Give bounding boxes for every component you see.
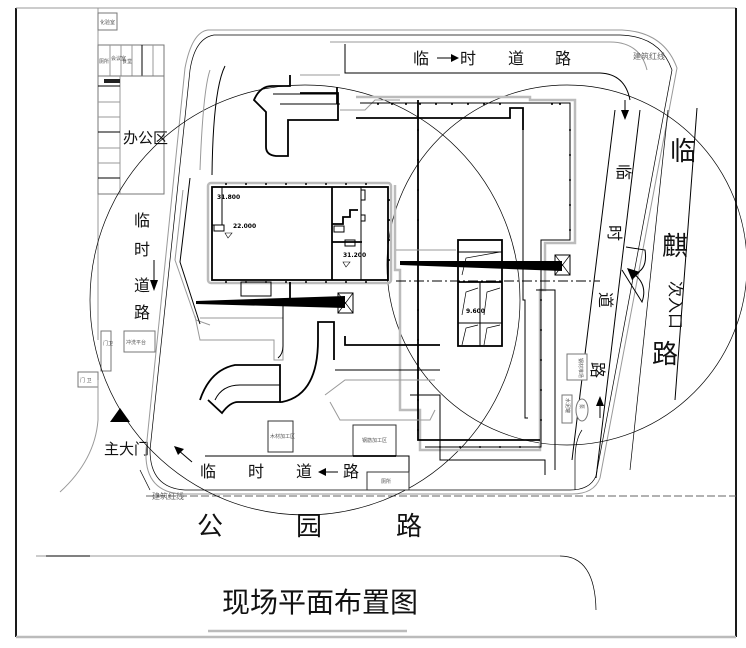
crane-radius-left [89,84,521,516]
pump-label: 泵 [578,404,584,409]
right-main-road-char-3: 路 [652,340,678,370]
bottom-main-road-char-2: 园 [296,512,322,542]
gate-post [77,371,99,388]
crane-radius-right [386,84,746,446]
building-a-perimeter-dots [225,183,390,283]
office-area-label: 办公区 [123,129,168,147]
wash-platform [123,330,156,353]
office-room-canteen-label: 食堂 [122,58,132,65]
bottom-main-road-char-3: 路 [396,512,422,542]
gate-post-label: 门 卫 [80,377,92,384]
right-road-char-2: 时 [605,225,624,241]
bottom-main-road-char-1: 公 [197,512,223,542]
boundary-label-top: 建筑红线 [633,51,665,61]
building-a: 31.800 22.000 31.200 [206,181,393,300]
secondary-entrance-arrow-icon [627,268,640,280]
drawing-frame [15,7,737,639]
elevation-b: 9.600 [466,308,485,315]
elevation-a-lower: 31.200 [343,252,366,259]
toilet-block [366,471,410,491]
gate-area: 门卫 门 卫 冲洗平台 主大门 [59,330,156,493]
office-room-toilet-label: 厕所 [99,58,109,65]
bottom-temp-road: 木材加工区 钢筋加工区 厕所 临 时 道 路 建筑红线 [152,420,410,501]
building-b-excavation [356,95,577,475]
bottom-left-arrow-icon [174,446,184,455]
lower-left-ramp [199,321,440,421]
right-main-road-char-2: 麒 [662,232,688,262]
left-temp-road: 临 时 道 路 [134,211,158,322]
right-road-char-1: 临 [614,164,633,180]
toilet-label: 厕所 [381,478,391,485]
top-road-arrow-icon [451,54,459,62]
wash-platform-label: 冲洗平台 [126,339,146,346]
main-gate-label: 主大门 [104,440,149,458]
secondary-entrance-label: 次入口 [666,281,685,329]
water-tank [561,394,573,424]
right-road-char-4: 路 [588,362,607,378]
right-road-top-arrow-icon [621,110,629,120]
top-temp-road: 临 时 道 路 建筑红线 [330,41,665,120]
top-left-access [252,74,400,157]
left-road-arrow-icon [150,280,158,291]
main-gate-arrow-icon [110,408,130,422]
pump-station [575,398,589,422]
guard-box-label: 门卫 [103,340,113,347]
steel-storage [566,353,588,381]
left-road-char-1: 临 [134,211,150,230]
office-equipment [104,79,120,83]
left-road-char-3: 道 [134,276,150,295]
inner-road-left [174,65,284,361]
right-road-char-3: 道 [596,292,615,308]
bottom-main-road: 公 园 路 [36,512,597,611]
bottom-road-char-3: 道 [296,462,312,481]
rebar-yard-label: 钢筋加工区 [362,437,387,444]
office-room-lab [97,12,118,31]
timber-yard [267,420,294,453]
drawing-title-block: 现场平面布置图 [208,586,418,633]
timber-yard-label: 木材加工区 [270,433,295,440]
steel-storage-label: 钢材堆场 [577,358,584,378]
boundary-label-bottom: 建筑红线 [152,491,184,501]
elevation-a-main: 22.000 [233,223,256,230]
crane-boom-right [400,261,562,271]
bottom-road-char-4: 路 [343,462,359,481]
left-road-char-4: 路 [134,303,150,322]
office-room-lab-label: 化验室 [100,19,115,26]
right-facilities: 钢材堆场 水泥罐 泵 [561,353,589,490]
office-area: 化验室 厕所 食堂 会议室 办公区 [97,8,168,340]
right-main-road-char-1: 临 [670,137,696,167]
right-main-road: 临 麒 路 次入口 [621,107,698,471]
top-road-char-4: 路 [555,49,571,68]
office-room-meeting-label: 会议室 [111,55,126,62]
office-main-block [97,75,165,195]
building-b-perimeter-dots [377,103,571,448]
bottom-road-char-1: 临 [200,462,216,481]
tower-cranes [196,249,600,314]
tower-crane-ranges [89,84,746,516]
right-road-bottom-arrow-icon [596,396,604,406]
building-c-core: 9.600 [457,239,503,347]
drawing-title: 现场平面布置图 [222,586,418,619]
top-road-char-2: 时 [460,49,476,68]
guard-box [100,330,112,372]
crane-boom-left [196,296,345,308]
elevation-a-corner: 31.800 [217,194,240,201]
top-road-char-1: 临 [413,49,429,68]
bottom-road-char-2: 时 [248,462,264,481]
water-tank-label: 水泥罐 [564,398,571,413]
site-boundary [145,29,736,497]
top-road-char-3: 道 [508,49,524,68]
bottom-road-arrow-icon [318,468,326,476]
left-road-char-2: 时 [134,240,150,259]
